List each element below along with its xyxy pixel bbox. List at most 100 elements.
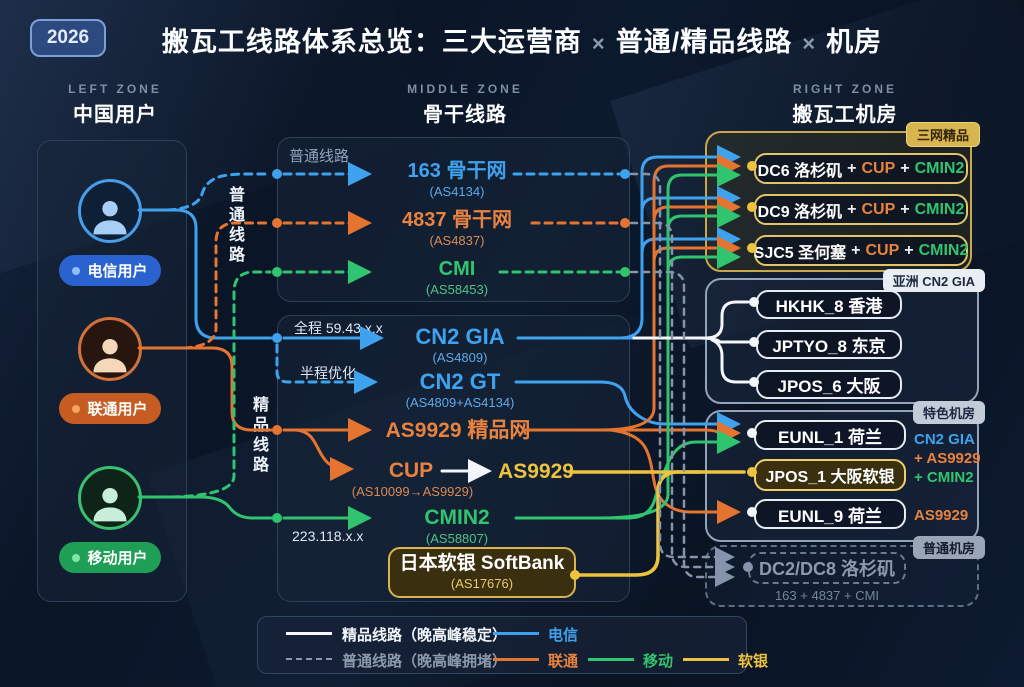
premium-trio-panel: 三网精品 DC6 洛杉矶+CUP+CMIN2 DC9 洛杉矶+CUP+CMIN2… [705,122,980,272]
dc-name: DC2/DC8 洛杉矶 [758,559,896,579]
sjc5-box: SJC5 圣何塞+CUP+CMIN2 [754,235,968,266]
note-half-route: 半程优化 [300,365,356,381]
dc-net-cup: CUP [861,159,896,177]
eunl1-networks-label: CN2 GIA + AS9929 + CMIN2 [914,430,981,487]
softbank-name: 日本软银 SoftBank [399,553,565,574]
plus-sign: + [847,159,857,177]
legend-mobile-line-sample [588,658,634,661]
title-segment: 搬瓦工线路体系总览：三大运营商 [161,27,582,57]
legend-telecom-label: 电信 [548,627,579,644]
dc-name: SJC5 圣何塞 [753,244,847,262]
row-cmin2: CMIN2 (AS58807) [397,506,517,547]
title-segment: 机房 [826,27,883,57]
row-asn: (AS4837) [429,233,485,248]
softbank-asn: (AS17676) [450,575,514,591]
row-cup: CUP [376,459,446,483]
side-line: CN2 GIA [914,431,975,448]
note-full-route: 全程 59.43.x.x [294,320,383,336]
row-asn: (AS58807) [425,531,489,547]
dc-name: JPOS_1 大阪软银 [765,469,895,486]
telecom-user-pill: 电信用户 [59,255,161,286]
eunl9-network-label: AS9929 [914,507,969,524]
dc-net-cmin2: CMIN2 [918,241,969,259]
row-asn: (AS58453) [425,282,489,297]
dc-net-cup: CUP [865,241,900,259]
title-separator: × [591,31,606,56]
unicom-user-avatar [78,317,142,381]
dc-name: HKHK_8 香港 [775,297,883,316]
dc-name: EUNL_1 荷兰 [778,427,882,447]
premium-branch-label: 精品线路 [250,396,267,476]
row-name: 4837 骨干网 [401,209,513,231]
dc-name: DC9 洛杉矶 [757,203,843,221]
mobile-user-pill: 移动用户 [59,542,161,573]
dc-net-cmin2: CMIN2 [914,200,965,218]
normal-dc-badge: 普通机房 [912,536,985,559]
right-zone-title: 搬瓦工机房 [792,104,898,126]
left-zone-title: 中国用户 [73,104,157,126]
row-as9929-yellow: AS9929 [496,460,576,484]
asia-cn2gia-panel: 亚洲 CN2 GIA HKHK_8 香港 JPTYO_8 东京 JPOS_6 大… [705,269,985,404]
pill-label: 电信用户 [87,263,148,280]
row-163-backbone: 163 骨干网 (AS4134) [397,160,517,200]
pill-label: 联通用户 [87,401,148,418]
person-icon [93,487,127,522]
left-zone-label: LEFT ZONE [68,82,162,96]
dc-name: JPTYO_8 东京 [772,337,886,356]
dc-name: JPOS_6 大阪 [777,377,881,396]
legend-softbank-line-sample [683,658,729,661]
row-cn2-gia: CN2 GIA (AS4809) [400,324,520,366]
feature-badge: 特色机房 [912,401,985,424]
feature-panel: 特色机房 EUNL_1 荷兰 JPOS_1 大阪软银 EUNL_9 荷兰 CN2… [705,401,985,542]
row-name: CMI [438,258,476,280]
eunl1-box: EUNL_1 荷兰 [754,420,906,450]
unicom-user-pill: 联通用户 [59,393,161,424]
softbank-box: 日本软银 SoftBank (AS17676) [388,547,576,598]
dc9-box: DC9 洛杉矶+CUP+CMIN2 [754,194,968,225]
jptyo8-box: JPTYO_8 东京 [756,330,902,359]
legend-premium-label: 精品线路（晚高峰稳定） [342,627,508,644]
eunl9-box: EUNL_9 荷兰 [754,499,906,529]
user-card-unicom: 联通用户 [50,317,170,424]
pill-label: 移动用户 [87,550,148,567]
mobile-user-avatar [78,466,142,530]
row-name: CUP [388,459,434,482]
row-asn: (AS4134) [429,184,485,199]
person-icon [93,200,127,235]
plus-sign: + [847,200,857,218]
row-cmi: CMI (AS58453) [397,258,517,298]
row-asn: (AS4809) [432,350,488,366]
legend: 精品线路（晚高峰稳定） 电信 普通线路（晚高峰拥堵） 联通 移动 软银 [257,616,768,674]
legend-telecom-line-sample [493,632,539,635]
legend-unicom-line-sample [493,658,539,661]
plus-sign: + [900,159,910,177]
middle-zone-title: 骨干线路 [423,104,507,126]
row-as9929-premium: AS9929 精品网 [380,419,536,443]
row-name: AS9929 [498,460,574,483]
dc-name: EUNL_9 荷兰 [778,506,882,526]
pill-dot [72,553,81,562]
normal-branch-label: 普通线路 [226,186,243,266]
row-cup-asn: (AS10099→AS9929) [340,483,485,500]
row-asn: (AS10099→AS9929) [351,484,474,499]
row-name: CN2 GT [419,369,501,394]
legend-normal-label: 普通线路（晚高峰拥堵） [342,653,508,670]
title-segment: 普通/精品线路 [615,27,793,57]
user-card-mobile: 移动用户 [50,466,170,573]
asia-cn2gia-badge: 亚洲 CN2 GIA [882,269,985,292]
legend-normal-line-sample [286,658,332,660]
year-badge: 2026 [30,19,106,57]
dc-name: DC6 洛杉矶 [757,162,843,180]
title-separator: × [802,31,817,56]
row-name: AS9929 精品网 [385,419,531,442]
row-asn: (AS4809+AS4134) [405,395,515,411]
plus-sign: + [851,241,861,259]
telecom-user-avatar [78,179,142,243]
side-line: + AS9929 [914,450,981,467]
person-icon [93,338,127,373]
row-4837-backbone: 4837 骨干网 (AS4837) [397,209,517,249]
row-name: 163 骨干网 [407,160,507,182]
normal-dc-panel: 普通机房 DC2/DC8 洛杉矶 163 + 4837 + CMI [705,536,985,607]
user-card-telecom: 电信用户 [50,179,170,286]
